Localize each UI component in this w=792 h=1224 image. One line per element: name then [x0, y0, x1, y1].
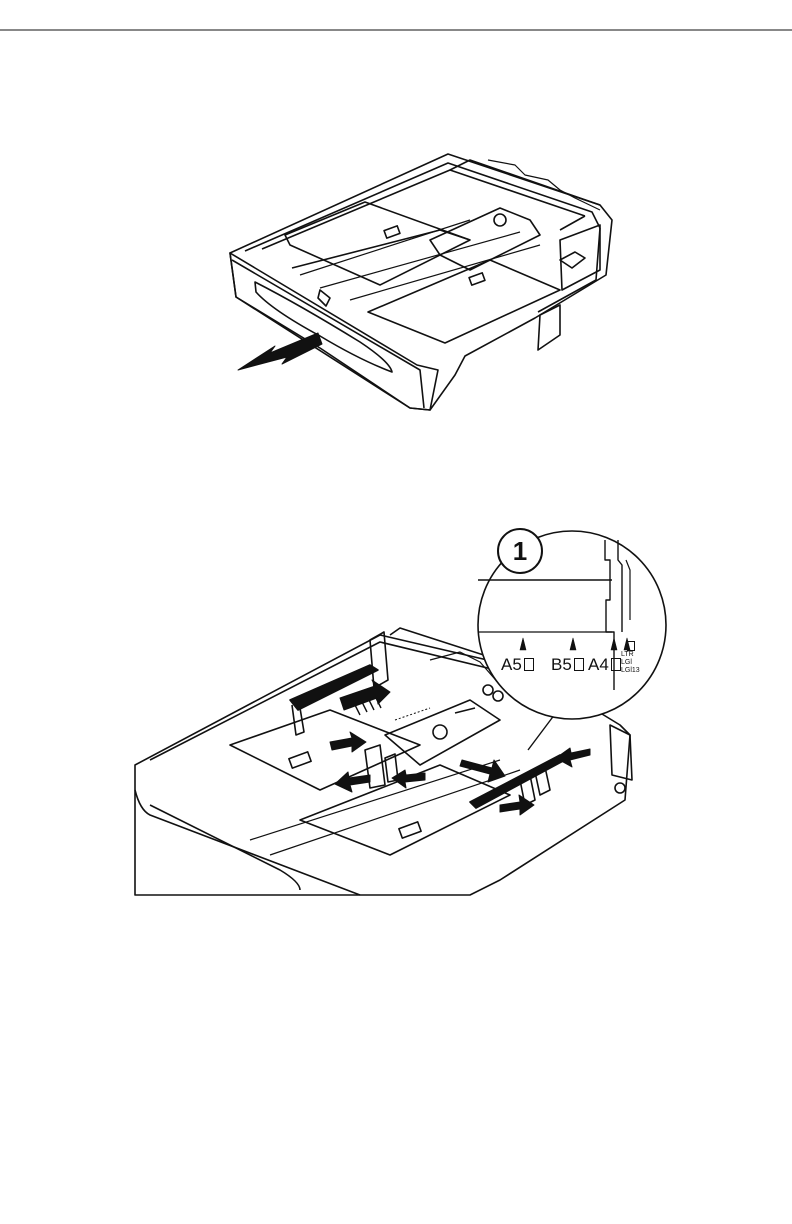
- guide-arrow-left-far: [556, 748, 590, 767]
- size-mark-label: A4: [588, 655, 609, 674]
- size-mark-label: B5: [551, 655, 572, 674]
- small-label-lgl13: LGl13: [621, 667, 640, 675]
- size-mark-a4: A4: [588, 655, 621, 675]
- size-mark-b5: B5: [551, 655, 584, 675]
- paper-orientation-icon: [574, 658, 584, 671]
- small-size-labels: LTR LGl LGl13: [621, 641, 640, 675]
- paper-orientation-icon: [627, 641, 635, 651]
- small-label-lgl: LGl: [621, 659, 640, 667]
- tray-handle: [150, 805, 300, 890]
- size-mark-a5: A5: [501, 655, 534, 675]
- left-side-guide: [290, 665, 378, 710]
- guide-arrow-right-upper: [330, 732, 366, 752]
- pull-direction-arrow: [238, 333, 322, 370]
- paper-orientation-icon: [611, 658, 621, 671]
- tray-outline: [230, 154, 612, 410]
- callout-number-badge: 1: [497, 528, 543, 574]
- paper-plate-left: [285, 202, 470, 285]
- size-mark-label: A5: [501, 655, 522, 674]
- page-top-rule: [0, 0, 792, 36]
- tray-removal-illustration: [0, 120, 792, 430]
- paper-orientation-icon: [524, 658, 534, 671]
- paper-plate-right: [368, 260, 560, 343]
- small-label-ltr: LTR: [621, 651, 640, 659]
- callout-number: 1: [513, 538, 527, 564]
- guide-adjustment-illustration: [0, 520, 792, 900]
- right-side-guide: [470, 755, 565, 808]
- center-guide: [385, 700, 500, 765]
